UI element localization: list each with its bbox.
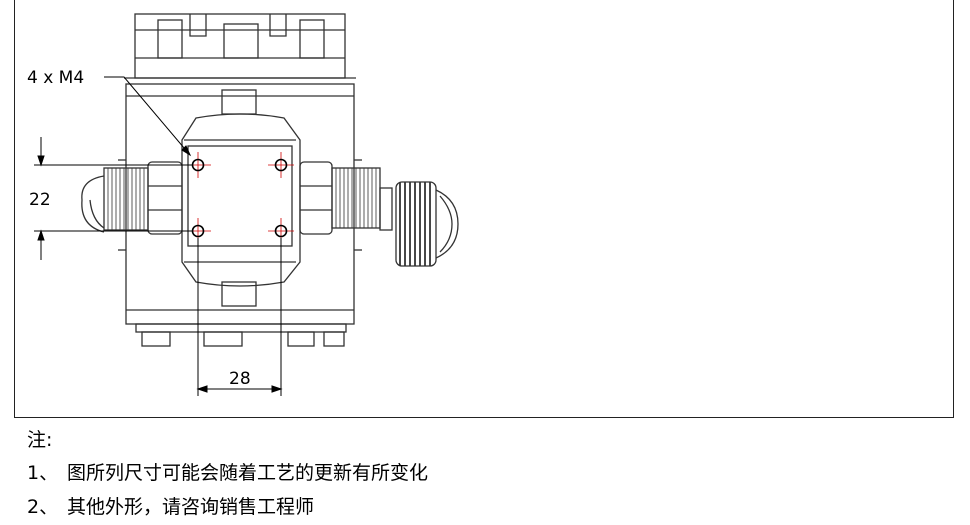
note-text: 图所列尺寸可能会随着工艺的更新有所变化 <box>67 462 429 484</box>
dimension-vertical <box>34 137 192 260</box>
callout-leader <box>104 76 192 157</box>
drawing-frame <box>14 0 954 418</box>
notes-heading: 注: <box>27 429 53 451</box>
dimension-28-label: 28 <box>229 369 251 389</box>
left-fitting <box>81 161 183 235</box>
main-housing <box>118 83 362 325</box>
callout-label: 4 x M4 <box>27 68 84 88</box>
dimension-22-label: 22 <box>29 190 51 210</box>
technical-drawing: 4 x M4 22 28 <box>27 13 459 396</box>
mounting-holes <box>185 152 294 244</box>
center-boss <box>181 113 301 287</box>
notes-section: 注: 1、图所列尺寸可能会随着工艺的更新有所变化 2、其他外形，请咨询销售工程师 <box>27 424 927 524</box>
note-item: 2、其他外形，请咨询销售工程师 <box>27 490 927 524</box>
note-number: 2、 <box>27 496 59 518</box>
top-cap <box>124 13 356 79</box>
note-item: 1、图所列尺寸可能会随着工艺的更新有所变化 <box>27 456 927 490</box>
bottom-feet <box>135 323 347 347</box>
note-number: 1、 <box>27 462 59 484</box>
note-text: 其他外形，请咨询销售工程师 <box>67 496 315 518</box>
right-fitting <box>299 161 459 267</box>
dimension-horizontal <box>196 238 283 396</box>
